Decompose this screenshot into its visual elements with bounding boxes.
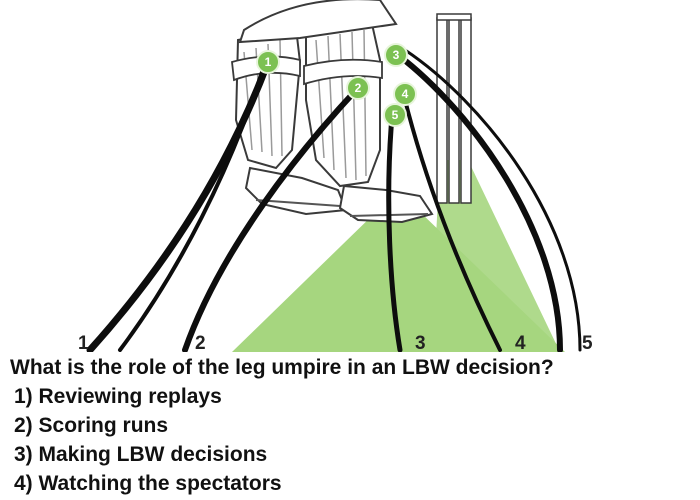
quiz-option-4[interactable]: 4) Watching the spectators — [14, 472, 282, 495]
trajectory-3 — [386, 113, 403, 352]
quiz-option-1[interactable]: 1) Reviewing replays — [14, 385, 222, 408]
lbw-illustration: 1 2 3 4 5 1 2 3 4 5 — [78, 0, 593, 352]
svg-text:4: 4 — [402, 87, 409, 101]
svg-text:3: 3 — [393, 48, 400, 62]
trajectory-4 — [402, 94, 502, 352]
marker-5: 5 — [383, 103, 407, 127]
trajectory-5b — [403, 48, 582, 352]
svg-text:5: 5 — [392, 108, 399, 122]
svg-text:1: 1 — [265, 55, 272, 69]
marker-3: 3 — [384, 43, 408, 67]
quiz-option-3[interactable]: 3) Making LBW decisions — [14, 443, 268, 466]
path-label-3: 3 — [415, 333, 426, 352]
path-label-2: 2 — [195, 333, 206, 352]
marker-2: 2 — [346, 76, 370, 100]
path-label-1: 1 — [78, 333, 89, 352]
trajectory-5 — [395, 52, 563, 352]
batsman-back-leg — [231, 26, 348, 216]
trajectory-2 — [182, 85, 361, 352]
path-label-5: 5 — [582, 333, 593, 352]
batsman-shirt — [238, 0, 398, 44]
pitch-zone-right — [430, 160, 560, 352]
svg-text:2: 2 — [355, 81, 362, 95]
marker-1: 1 — [256, 50, 280, 74]
ball-trajectories — [86, 48, 582, 352]
impact-markers: 1 2 3 4 5 — [256, 43, 417, 127]
quiz-option-2[interactable]: 2) Scoring runs — [14, 414, 169, 437]
marker-4: 4 — [393, 82, 417, 106]
quiz-block: What is the role of the leg umpire in an… — [0, 352, 700, 500]
path-label-4: 4 — [515, 333, 526, 352]
path-labels: 1 2 3 4 5 — [78, 333, 593, 352]
trajectory-1b — [118, 70, 264, 352]
quiz-question: What is the role of the leg umpire in an… — [10, 356, 554, 379]
